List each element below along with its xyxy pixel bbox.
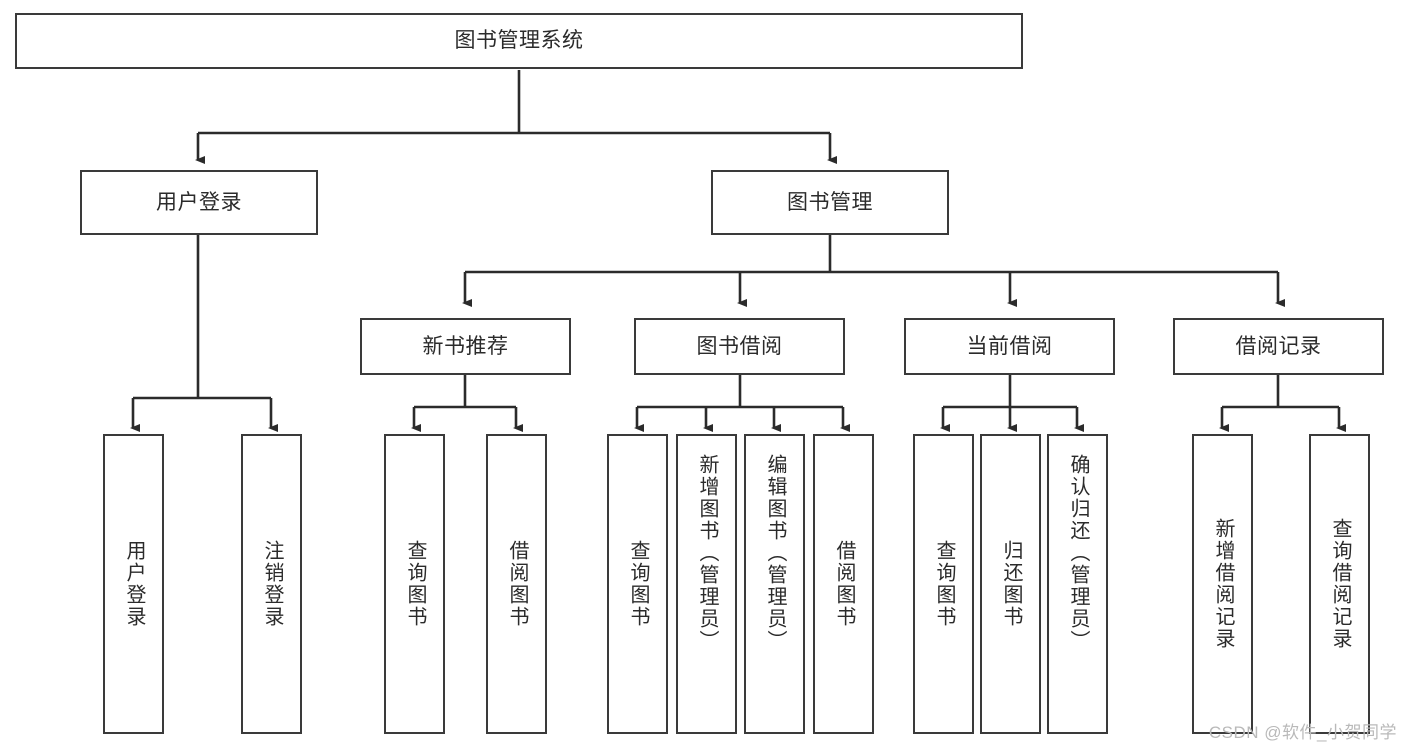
node-leaf-borrow-add-label: 新增图书（管理员） [696, 454, 718, 652]
node-leaf-user-login-label: 用户登录 [123, 540, 145, 628]
node-user-login[interactable]: 用户登录 [80, 170, 318, 235]
node-borrow-records-label: 借阅记录 [1235, 334, 1322, 358]
node-leaf-borrow-query-label: 查询图书 [627, 540, 649, 628]
node-leaf-records-add-label: 新增借阅记录 [1212, 518, 1234, 650]
node-leaf-records-add[interactable]: 新增借阅记录 [1192, 434, 1253, 734]
node-book-borrow-label: 图书借阅 [696, 334, 783, 358]
node-leaf-borrow-lend-label: 借阅图书 [833, 540, 855, 628]
node-book-management-label: 图书管理 [787, 190, 873, 214]
node-leaf-current-return-label: 归还图书 [1000, 540, 1022, 628]
node-leaf-newbook-query-label: 查询图书 [404, 540, 426, 628]
node-new-book-recommend-label: 新书推荐 [422, 334, 509, 358]
node-leaf-user-logout-label: 注销登录 [261, 540, 283, 628]
node-leaf-borrow-query[interactable]: 查询图书 [607, 434, 668, 734]
node-leaf-newbook-borrow[interactable]: 借阅图书 [486, 434, 547, 734]
node-leaf-borrow-add[interactable]: 新增图书（管理员） [676, 434, 737, 734]
node-user-login-label: 用户登录 [156, 190, 242, 214]
node-leaf-records-query[interactable]: 查询借阅记录 [1309, 434, 1370, 734]
node-borrow-records[interactable]: 借阅记录 [1173, 318, 1384, 375]
node-leaf-current-confirm[interactable]: 确认归还（管理员） [1047, 434, 1108, 734]
node-current-borrow[interactable]: 当前借阅 [904, 318, 1115, 375]
node-leaf-current-return[interactable]: 归还图书 [980, 434, 1041, 734]
node-new-book-recommend[interactable]: 新书推荐 [360, 318, 571, 375]
node-root-label: 图书管理系统 [454, 29, 584, 53]
node-leaf-current-query-label: 查询图书 [933, 540, 955, 628]
node-leaf-borrow-edit-label: 编辑图书（管理员） [764, 454, 786, 652]
node-leaf-newbook-query[interactable]: 查询图书 [384, 434, 445, 734]
node-book-management[interactable]: 图书管理 [711, 170, 949, 235]
node-leaf-current-query[interactable]: 查询图书 [913, 434, 974, 734]
node-leaf-user-logout[interactable]: 注销登录 [241, 434, 302, 734]
node-leaf-borrow-edit[interactable]: 编辑图书（管理员） [744, 434, 805, 734]
node-leaf-current-confirm-label: 确认归还（管理员） [1067, 454, 1089, 652]
node-book-borrow[interactable]: 图书借阅 [634, 318, 845, 375]
node-root[interactable]: 图书管理系统 [15, 13, 1023, 69]
node-leaf-user-login[interactable]: 用户登录 [103, 434, 164, 734]
watermark-text: CSDN @软件_小贺同学 [1208, 723, 1397, 742]
node-leaf-records-query-label: 查询借阅记录 [1329, 518, 1351, 650]
node-leaf-borrow-lend[interactable]: 借阅图书 [813, 434, 874, 734]
node-leaf-newbook-borrow-label: 借阅图书 [506, 540, 528, 628]
node-current-borrow-label: 当前借阅 [966, 334, 1053, 358]
